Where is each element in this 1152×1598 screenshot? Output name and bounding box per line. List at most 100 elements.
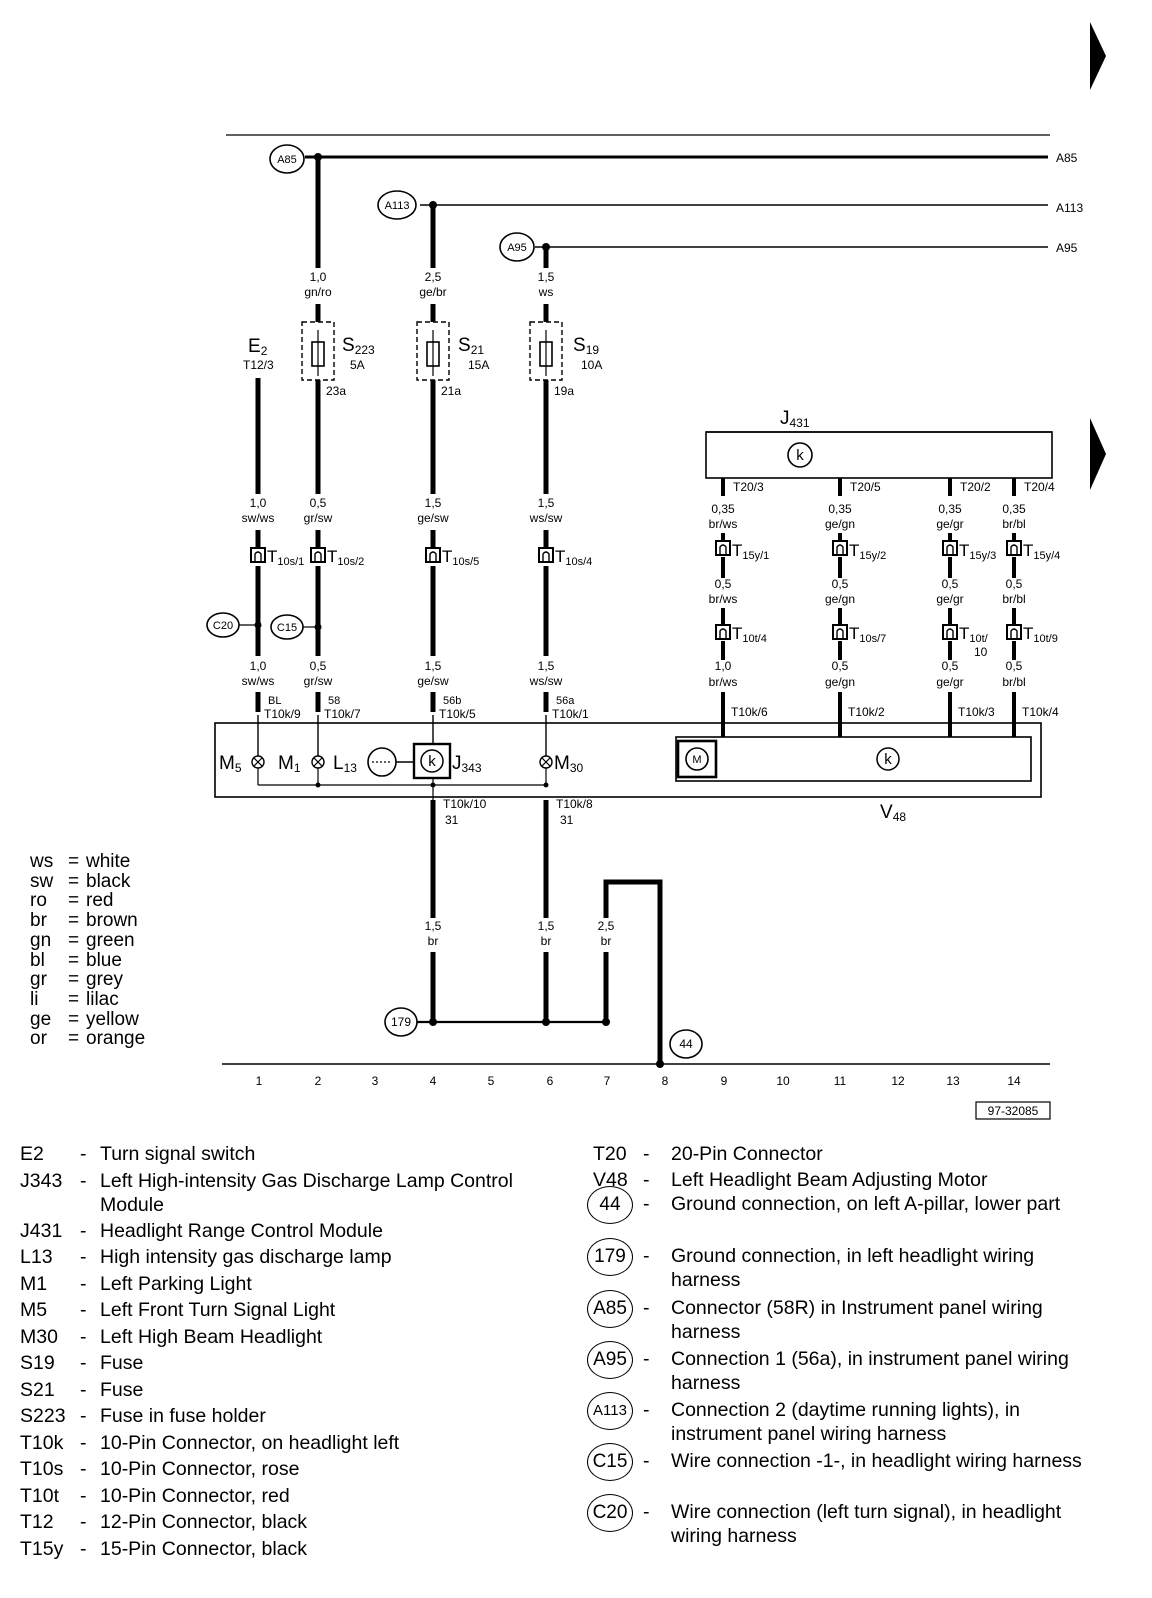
fuse-s19-pin: 19a xyxy=(554,384,574,398)
bulb-m5-icon xyxy=(251,755,265,769)
key-code: M30 xyxy=(20,1325,58,1348)
key-text: Connection 1 (56a), in instrument panel … xyxy=(671,1348,1069,1370)
e2-pin: T12/3 xyxy=(243,358,274,372)
color-name: orange xyxy=(86,1028,146,1050)
key-text: Left High Beam Headlight xyxy=(100,1325,323,1348)
connector-a85-label: A85 xyxy=(277,154,297,166)
key-dash: - xyxy=(643,1193,650,1215)
connector-label: T20/4 xyxy=(1024,480,1055,494)
ground-179-label: 179 xyxy=(391,1015,411,1029)
color-name: yellow xyxy=(86,1008,139,1030)
color-code: br xyxy=(30,910,47,932)
fuse-s21 xyxy=(416,321,450,381)
key-code: J343 xyxy=(20,1169,63,1192)
electronic-symbol-icon xyxy=(876,747,900,771)
wire-color: ge/sw xyxy=(417,674,449,688)
wire-size: 0,35 xyxy=(828,502,852,516)
junction-dot xyxy=(430,782,436,788)
wire-color: br/ws xyxy=(709,517,738,531)
connector-label: T20/3 xyxy=(733,480,764,494)
color-code: gn xyxy=(30,929,52,951)
connector-label: T15y/2 xyxy=(849,541,886,562)
connector-pin-icon xyxy=(942,624,958,640)
wire-color: ge/gn xyxy=(825,517,855,531)
wire-color: sw/ws xyxy=(242,511,275,525)
gas-discharge-lamp-icon xyxy=(367,747,414,777)
color-name: lilac xyxy=(86,988,119,1010)
key-code: T20 xyxy=(593,1143,627,1165)
ground-179 xyxy=(384,1007,418,1037)
connector-pin-icon xyxy=(1006,624,1022,640)
wire-size: 0,5 xyxy=(715,577,732,591)
e2-name: E2 xyxy=(248,336,268,358)
key-text: High intensity gas discharge lamp xyxy=(100,1246,392,1268)
connector-a85 xyxy=(269,144,305,174)
m5-name: M5 xyxy=(219,753,242,775)
connector-label: T10k/7 xyxy=(324,707,361,721)
key-text: 20-Pin Connector xyxy=(671,1143,823,1165)
wire-color: ge/gn xyxy=(825,592,855,606)
connector-label: T20/5 xyxy=(850,480,881,494)
equals-sign: = xyxy=(68,929,80,951)
wire-size: 1,5 xyxy=(425,659,442,673)
wire-color: ws/sw xyxy=(529,511,563,525)
track-number: 6 xyxy=(547,1074,554,1088)
key-dash: - xyxy=(643,1143,650,1165)
key-text: Ground connection, on left A-pillar, low… xyxy=(671,1193,1061,1215)
key-text: Headlight Range Control Module xyxy=(100,1219,383,1242)
m30-name: M30 xyxy=(554,753,584,775)
key-code: S223 xyxy=(20,1405,66,1427)
key-code: T10k xyxy=(20,1431,64,1454)
wire-color: br xyxy=(541,934,552,948)
j431-module xyxy=(705,431,1053,479)
junction-dot xyxy=(543,782,549,788)
wire-color: br/bl xyxy=(1002,592,1025,606)
figure-id: 97-32085 xyxy=(988,1104,1039,1118)
wire-size: 0,5 xyxy=(942,659,959,673)
equals-sign: = xyxy=(68,870,80,892)
ground-44-label: 44 xyxy=(679,1037,693,1051)
track-number: 4 xyxy=(430,1074,437,1088)
key-code: M5 xyxy=(20,1299,48,1321)
equals-sign: = xyxy=(68,1028,80,1050)
terminal-label: BL xyxy=(268,695,281,707)
key-text: Left Headlight Beam Adjusting Motor xyxy=(671,1169,988,1191)
terminal-label: 56b xyxy=(443,695,461,707)
terminal-label: 58 xyxy=(328,695,340,707)
key-text: Fuse xyxy=(100,1352,144,1374)
key-dash: - xyxy=(80,1169,87,1192)
key-code: L13 xyxy=(20,1246,53,1268)
key-text: Fuse xyxy=(100,1378,144,1401)
wire-size: 1,5 xyxy=(538,496,555,510)
color-name: brown xyxy=(86,910,138,932)
connector-label: T10k/3 xyxy=(958,705,995,719)
color-code: ge xyxy=(30,1008,52,1030)
ground-44 xyxy=(669,1029,703,1059)
key-dash: - xyxy=(80,1378,87,1401)
connector-pin-icon xyxy=(425,547,441,563)
wire-color: br xyxy=(601,934,612,948)
wire-color: gn/ro xyxy=(304,285,332,299)
wire-color: gr/sw xyxy=(304,674,333,688)
wire-size: 1,5 xyxy=(538,919,555,933)
wire-size: 1,5 xyxy=(425,919,442,933)
key-code: A95 xyxy=(587,1341,633,1379)
connector-c20-label: C20 xyxy=(213,620,233,632)
junction-dot xyxy=(254,621,262,629)
equals-sign: = xyxy=(68,910,80,932)
wire-color: ge/sw xyxy=(417,511,449,525)
color-name: white xyxy=(86,851,131,872)
wire-size: 1,0 xyxy=(715,659,732,673)
track-number: 7 xyxy=(604,1074,611,1088)
terminal-label: 56a xyxy=(556,695,575,707)
connector-a95-label: A95 xyxy=(507,242,527,254)
connector-pin-icon xyxy=(538,547,554,563)
key-dash: - xyxy=(80,1299,87,1321)
track-number: 11 xyxy=(834,1074,847,1088)
connector-label: T10s/5 xyxy=(442,547,479,568)
key-dash: - xyxy=(80,1484,87,1507)
fuse-s19-name: S19 xyxy=(573,335,599,357)
wire-color: ge/gr xyxy=(936,517,963,531)
wire-color: ge/gn xyxy=(825,675,855,689)
